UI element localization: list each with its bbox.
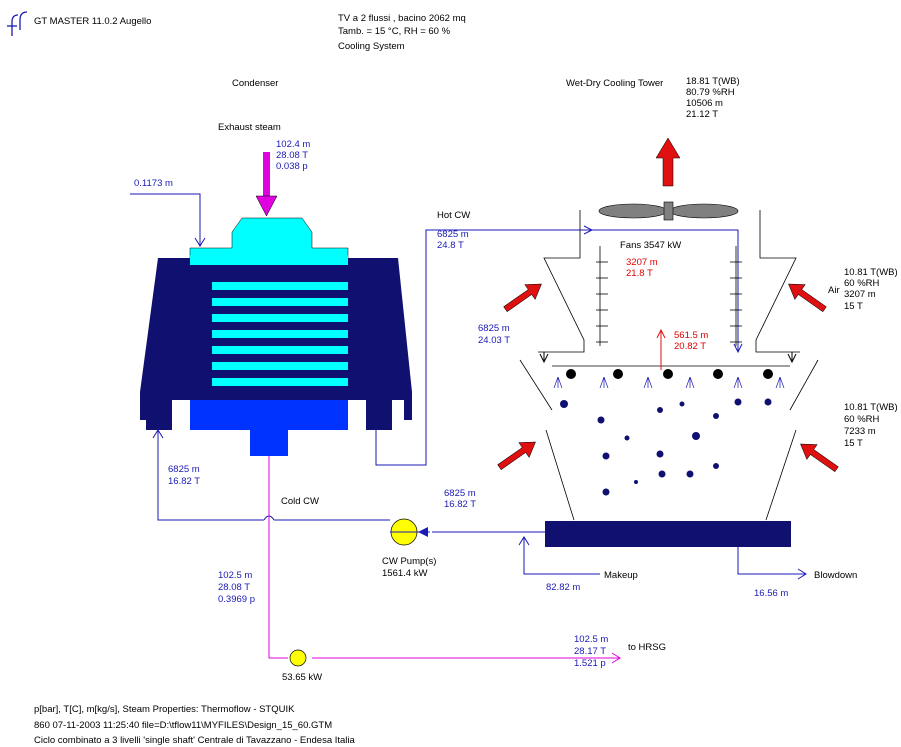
desc-line-3: Cooling System (338, 41, 405, 52)
hot-cw-m: 6825 m (437, 229, 469, 240)
condenser (140, 217, 412, 456)
condensate-line (268, 456, 621, 664)
blowdown-flow: 16.56 m (754, 588, 789, 599)
wet-air-arrow (656, 328, 666, 370)
hrsg-m: 102.5 m (574, 634, 609, 645)
dry-air-t: 21.8 T (626, 268, 653, 279)
cold-cw-cond-m: 6825 m (168, 464, 200, 475)
condensate-t: 28.08 T (218, 582, 251, 593)
air-upper-twb: 10.81 T(WB) (844, 267, 898, 278)
air-lower-rh: 60 %RH (844, 414, 880, 425)
fans-label: Fans 3547 kW (620, 240, 682, 251)
dry-coils (596, 246, 742, 346)
spray-in-m: 6825 m (478, 323, 510, 334)
air-label: Air (828, 285, 840, 296)
gt-master-logo (7, 11, 28, 36)
cooling-tower (519, 210, 819, 521)
desc-line-1: TV a 2 flussi , bacino 2062 mq (338, 13, 466, 24)
app-title: GT MASTER 11.0.2 Augello (34, 16, 152, 27)
spray-header (539, 352, 797, 389)
makeup-line (518, 536, 600, 575)
cooling-tower-label: Wet-Dry Cooling Tower (566, 78, 664, 89)
exhaust-m: 102.4 m (276, 139, 311, 150)
makeup-label: Makeup (604, 570, 638, 581)
cw-pump-label: CW Pump(s) (382, 556, 437, 567)
to-hrsg-label: to HRSG (628, 642, 667, 653)
water-droplets (560, 398, 772, 496)
hot-cw-label: Hot CW (437, 210, 471, 221)
air-lower-m: 7233 m (844, 426, 876, 437)
condensate-p: 0.3969 p (218, 594, 255, 605)
hrsg-t: 28.17 T (574, 646, 607, 657)
air-extraction-line (130, 193, 206, 247)
makeup-flow: 82.82 m (546, 582, 581, 593)
hrsg-p: 1.521 p (574, 658, 606, 669)
hot-cw-line (375, 225, 743, 466)
tower-top-twb: 18.81 T(WB) (686, 76, 740, 87)
tower-top-m: 10506 m (686, 98, 723, 109)
exhaust-steam-arrow (255, 152, 278, 217)
wet-air-t: 20.82 T (674, 341, 707, 352)
air-inlet-arrows (497, 283, 839, 473)
footer-line-1: p[bar], T[C], m[kg/s], Steam Properties:… (34, 704, 295, 715)
basin-out-t: 16.82 T (444, 499, 477, 510)
basin-out-m: 6825 m (444, 488, 476, 499)
exhaust-t: 28.08 T (276, 150, 309, 161)
hot-cw-t: 24.8 T (437, 240, 464, 251)
air-lower-t: 15 T (844, 438, 863, 449)
cooling-basin (545, 521, 791, 547)
air-upper-t: 15 T (844, 301, 863, 312)
condenser-label: Condenser (232, 78, 279, 89)
desc-line-2: Tamb. = 15 °C, RH = 60 % (338, 26, 451, 37)
cw-pump-kw: 1561.4 kW (382, 568, 428, 579)
air-lower-twb: 10.81 T(WB) (844, 402, 898, 413)
cold-cw-cond-t: 16.82 T (168, 476, 201, 487)
tower-top-rh: 80.79 %RH (686, 87, 735, 98)
dry-air-m: 3207 m (626, 257, 658, 268)
air-upper-m: 3207 m (844, 289, 876, 300)
tower-exhaust-arrow (655, 137, 681, 187)
blowdown-label: Blowdown (814, 570, 858, 581)
wet-air-m: 561.5 m (674, 330, 709, 341)
air-upper-rh: 60 %RH (844, 278, 880, 289)
condensate-pump (289, 649, 307, 667)
fan-icon (598, 201, 739, 221)
exhaust-steam-label: Exhaust steam (218, 122, 281, 133)
cold-cw-label: Cold CW (281, 496, 320, 507)
footer-line-3: Ciclo combinato a 3 livelli 'single shaf… (34, 735, 355, 746)
condensate-m: 102.5 m (218, 570, 253, 581)
cw-pump (390, 518, 545, 546)
small-pump-kw: 53.65 kW (282, 672, 323, 683)
air-extraction-flow: 0.1173 m (134, 178, 173, 189)
spray-in-t: 24.03 T (478, 335, 511, 346)
footer-line-2: 860 07-11-2003 11:25:40 file=D:\tflow11\… (34, 720, 333, 731)
blowdown-line (737, 547, 807, 580)
exhaust-p: 0.038 p (276, 161, 308, 172)
tower-top-t: 21.12 T (686, 109, 719, 120)
